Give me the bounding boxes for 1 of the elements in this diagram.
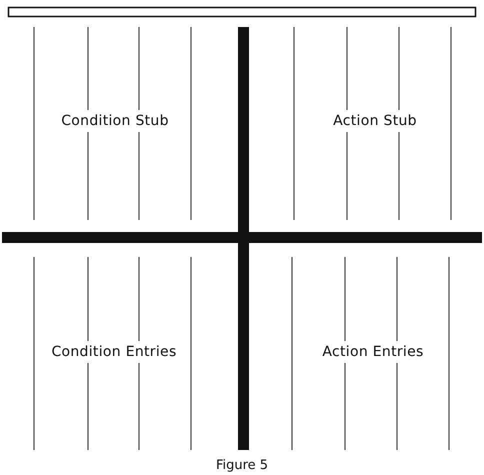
figure-caption: Figure 5 [216,458,268,473]
